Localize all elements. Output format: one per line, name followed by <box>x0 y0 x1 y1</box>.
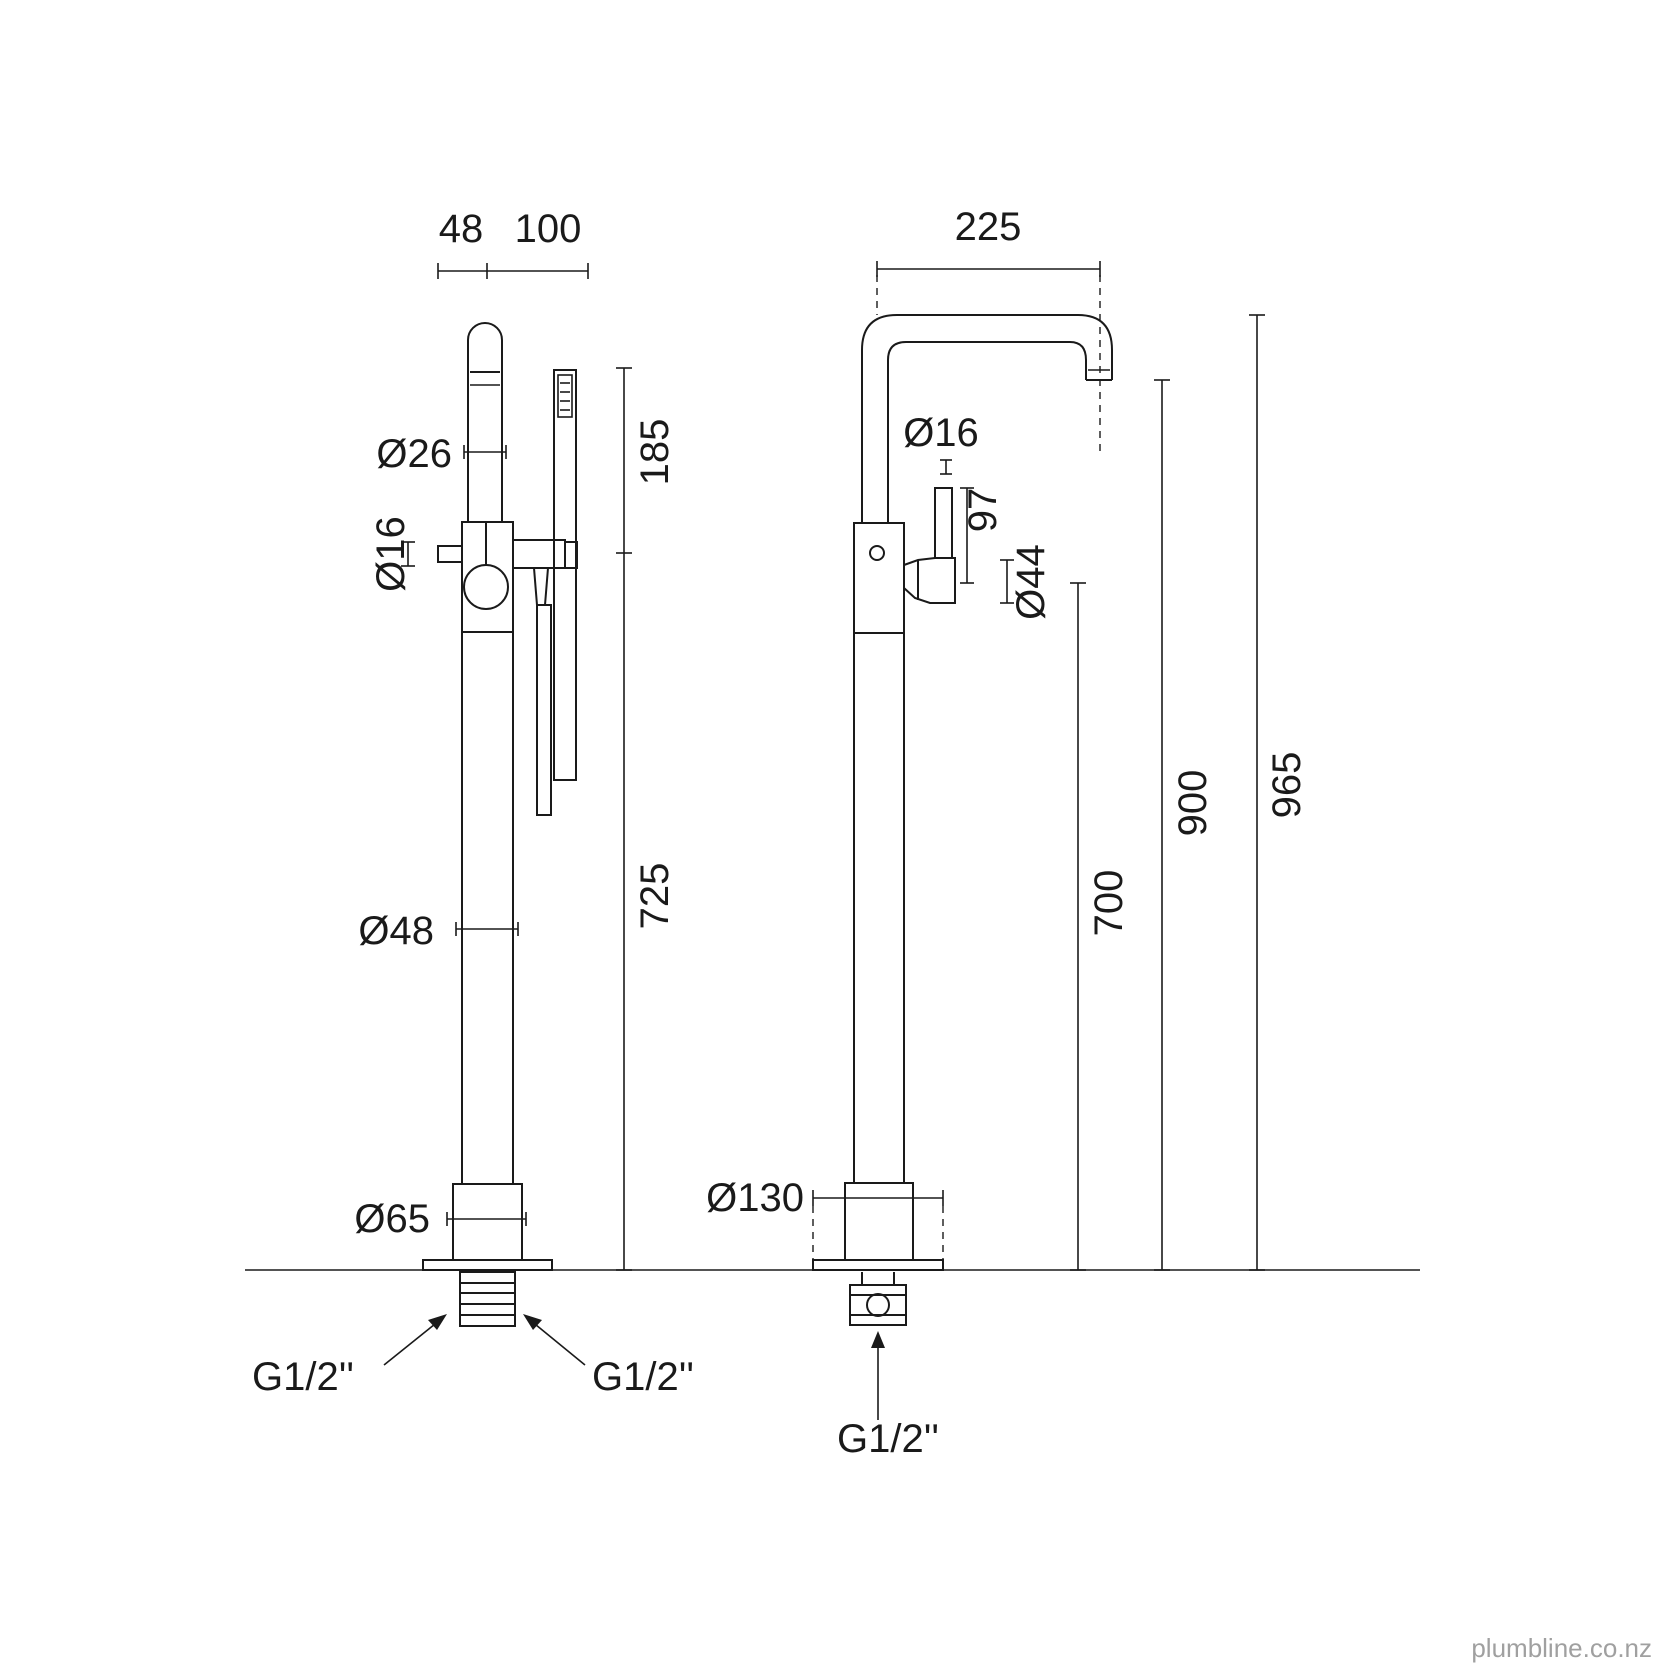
right-gooseneck-inner <box>887 341 1087 523</box>
left-handshower <box>553 369 577 781</box>
dim-label-700: 700 <box>1087 870 1131 937</box>
right-body-block <box>853 522 905 634</box>
left-connection-callouts: G1/2'' G1/2'' <box>252 1314 694 1399</box>
dim-label-d65: Ø65 <box>354 1197 430 1241</box>
right-base-collar <box>844 1182 914 1261</box>
right-body-hole <box>869 545 885 561</box>
conn-label-left-2: G1/2'' <box>592 1355 694 1399</box>
right-gooseneck-outer <box>861 314 1113 523</box>
left-hose-connector <box>532 567 550 606</box>
left-thread-block <box>459 1271 516 1327</box>
conn-label-right: G1/2'' <box>837 1417 939 1461</box>
dim-label-d16-right: Ø16 <box>903 411 979 455</box>
right-connection-callout: G1/2'' <box>837 1331 939 1461</box>
dim-label-d16-left: Ø16 <box>369 516 413 592</box>
right-base-plate <box>812 1259 944 1271</box>
dim-label-d130: Ø130 <box>706 1176 804 1220</box>
dim-label-100: 100 <box>515 207 582 251</box>
conn-label-left-1: G1/2'' <box>252 1355 354 1399</box>
dim-label-97: 97 <box>961 488 1005 533</box>
left-lever-stub <box>437 545 463 563</box>
left-holder-arm <box>513 539 566 569</box>
dim-label-d26: Ø26 <box>376 432 452 476</box>
dim-label-d48: Ø48 <box>358 909 434 953</box>
dim-label-48: 48 <box>439 207 484 251</box>
dim-label-725: 725 <box>633 863 677 930</box>
dim-label-d44: Ø44 <box>1009 544 1053 620</box>
right-view-mixer <box>812 314 1113 1326</box>
left-hose <box>536 604 552 816</box>
right-dimensions: 225 Ø16 97 Ø44 Ø130 700 9 <box>706 205 1309 1271</box>
right-connector-block <box>849 1284 907 1326</box>
brand-watermark: plumbline.co.nz <box>1471 1633 1652 1663</box>
right-connector-circle <box>866 1293 890 1317</box>
left-base-plate <box>422 1259 553 1271</box>
dim-label-900: 900 <box>1171 770 1215 837</box>
left-handshower-head <box>557 374 573 418</box>
right-lever-handle <box>934 487 953 559</box>
dim-label-185: 185 <box>633 419 677 486</box>
arrow-head-bottom <box>871 1331 885 1348</box>
left-mixer-knob <box>463 564 509 610</box>
left-base-collar <box>452 1183 523 1261</box>
dim-label-225: 225 <box>955 205 1022 249</box>
left-spout-tube <box>467 322 503 522</box>
arrow-head-left <box>428 1314 447 1330</box>
right-column <box>853 632 905 1184</box>
left-column <box>461 631 514 1185</box>
arrow-line-left <box>383 1319 441 1366</box>
left-dimensions: 48 100 Ø26 Ø16 185 725 Ø48 Ø65 <box>354 207 677 1271</box>
left-view-mixer <box>422 322 578 1327</box>
dim-label-965: 965 <box>1265 752 1309 819</box>
right-lever-joint <box>903 557 956 604</box>
arrow-line-right <box>529 1319 586 1366</box>
arrow-head-right <box>523 1314 542 1330</box>
